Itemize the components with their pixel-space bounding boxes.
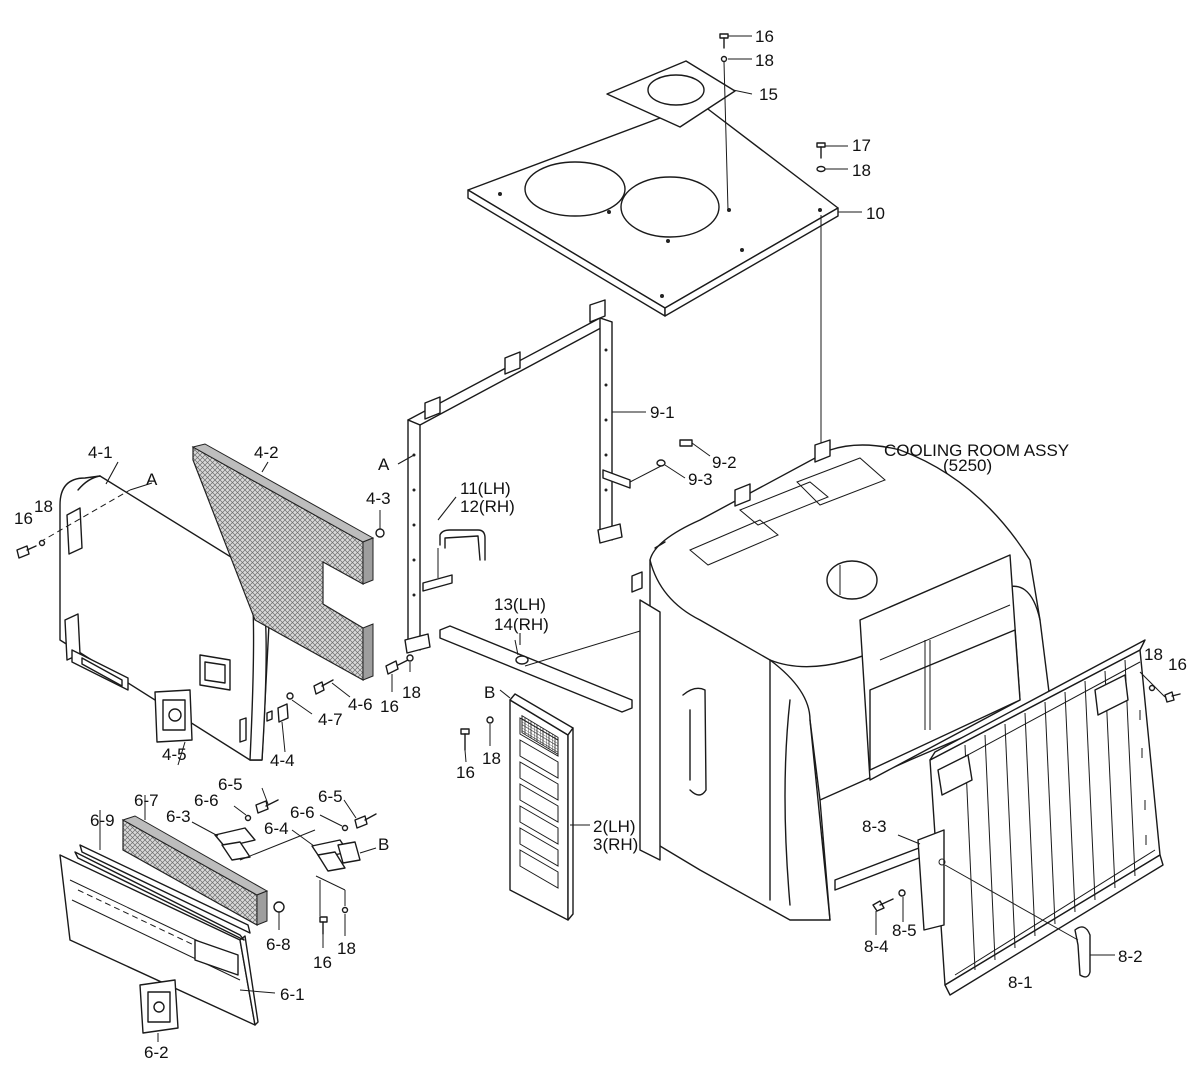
label-8-5: 8-5 bbox=[892, 921, 917, 940]
label-18-grill: 18 bbox=[482, 749, 501, 768]
label-13-lh: 13(LH) bbox=[494, 595, 546, 614]
cooling-room-title: COOLING ROOM ASSY bbox=[884, 441, 1069, 460]
ref-b-hinge: B bbox=[378, 835, 389, 854]
label-8-1: 8-1 bbox=[1008, 973, 1033, 992]
label-10: 10 bbox=[866, 204, 885, 223]
label-8-2: 8-2 bbox=[1118, 947, 1143, 966]
label-8-3: 8-3 bbox=[862, 817, 887, 836]
label-4-5: 4-5 bbox=[162, 745, 187, 764]
part-labels: 16 18 15 17 18 10 COOLING ROOM ASSY (525… bbox=[14, 27, 1187, 1062]
label-6-8: 6-8 bbox=[266, 935, 291, 954]
label-16-left: 16 bbox=[14, 509, 33, 528]
label-4-1: 4-1 bbox=[88, 443, 113, 462]
lower-panel-hinges bbox=[99, 787, 377, 948]
left-insulation-pad bbox=[191, 443, 375, 682]
label-6-3: 6-3 bbox=[166, 807, 191, 826]
support-bar bbox=[439, 625, 651, 713]
top-bolts bbox=[719, 33, 862, 452]
lower-side-panel bbox=[59, 844, 276, 1042]
label-6-7: 6-7 bbox=[134, 791, 159, 810]
label-18-bottom: 18 bbox=[337, 939, 356, 958]
label-16-bottom: 16 bbox=[313, 953, 332, 972]
cooling-room-code: (5250) bbox=[943, 456, 992, 475]
ref-a-frame: A bbox=[378, 455, 390, 474]
left-door-fasteners bbox=[16, 510, 385, 766]
label-9-3: 9-3 bbox=[688, 470, 713, 489]
label-18-mid: 18 bbox=[852, 161, 871, 180]
label-4-3: 4-3 bbox=[366, 489, 391, 508]
label-6-9: 6-9 bbox=[90, 811, 115, 830]
label-16-grill: 16 bbox=[456, 763, 475, 782]
label-4-6: 4-6 bbox=[348, 695, 373, 714]
label-3-rh: 3(RH) bbox=[593, 835, 638, 854]
label-2-lh: 2(LH) bbox=[593, 817, 636, 836]
label-18-top: 18 bbox=[755, 51, 774, 70]
label-11-lh: 11(LH) bbox=[460, 479, 511, 498]
label-12-rh: 12(RH) bbox=[460, 497, 515, 516]
left-side-door bbox=[39, 475, 271, 761]
label-6-5-left: 6-5 bbox=[218, 775, 243, 794]
access-plate bbox=[606, 60, 736, 128]
label-6-4: 6-4 bbox=[264, 819, 289, 838]
top-cover-plate bbox=[467, 102, 839, 317]
label-6-5-right: 6-5 bbox=[318, 787, 343, 806]
label-16-top: 16 bbox=[755, 27, 774, 46]
label-8-4: 8-4 bbox=[864, 937, 889, 956]
label-18-door: 18 bbox=[1144, 645, 1163, 664]
label-4-2: 4-2 bbox=[254, 443, 279, 462]
rear-grill-door bbox=[917, 639, 1164, 996]
leader-lines bbox=[105, 454, 521, 699]
label-9-1: 9-1 bbox=[650, 403, 675, 422]
ref-a-door: A bbox=[146, 470, 158, 489]
label-15: 15 bbox=[759, 85, 778, 104]
frame-handle bbox=[422, 529, 486, 592]
label-6-2: 6-2 bbox=[144, 1043, 169, 1062]
label-6-6-right: 6-6 bbox=[290, 803, 315, 822]
label-6-1: 6-1 bbox=[280, 985, 305, 1004]
door-latch bbox=[944, 864, 1115, 978]
label-18-frame: 18 bbox=[402, 683, 421, 702]
label-16-frame: 16 bbox=[380, 697, 399, 716]
door-bolts bbox=[872, 671, 1181, 935]
label-9-2: 9-2 bbox=[712, 453, 737, 472]
label-4-7: 4-7 bbox=[318, 710, 343, 729]
frame-bolts bbox=[385, 654, 494, 763]
label-6-6-left: 6-6 bbox=[194, 791, 219, 810]
label-14-rh: 14(RH) bbox=[494, 615, 549, 634]
ref-b-bar: B bbox=[484, 683, 495, 702]
label-18-left: 18 bbox=[34, 497, 53, 516]
lower-insulation-pad bbox=[121, 815, 269, 927]
side-grill-panel bbox=[509, 693, 590, 921]
label-17: 17 bbox=[852, 136, 871, 155]
cooling-room-housing bbox=[631, 439, 1051, 921]
label-16-door: 16 bbox=[1168, 655, 1187, 674]
side-frame bbox=[404, 299, 711, 654]
label-4-4: 4-4 bbox=[270, 751, 295, 770]
